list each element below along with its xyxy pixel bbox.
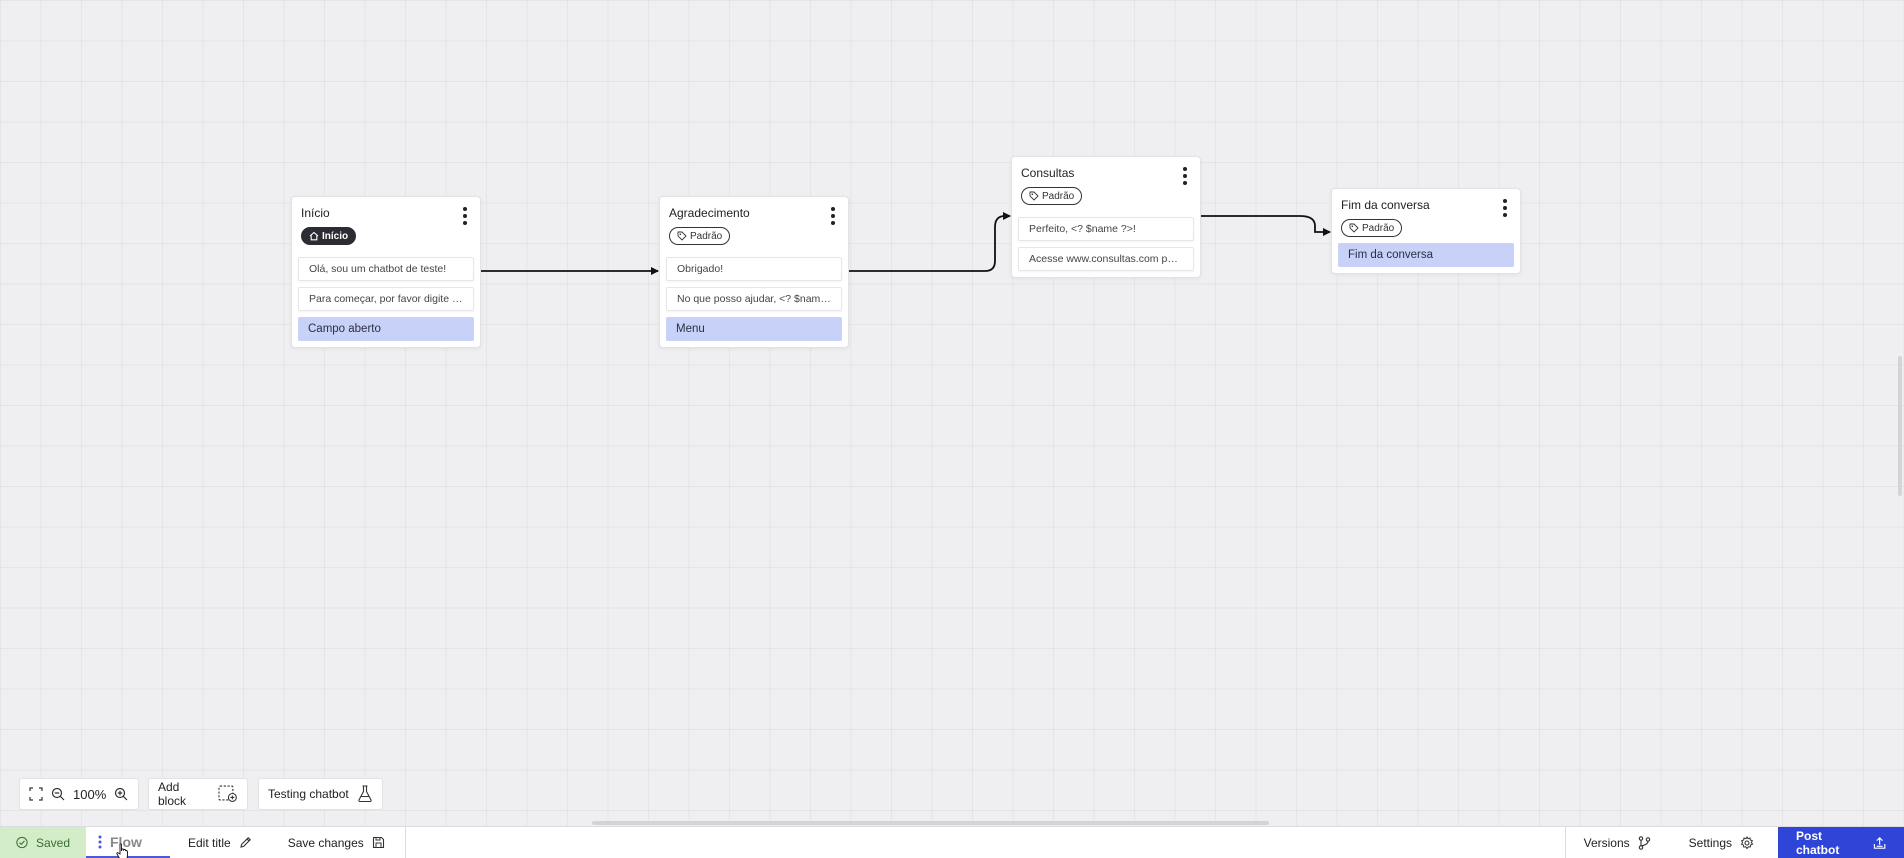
add-block-icon	[218, 785, 238, 802]
block-title: Fim da conversa	[1341, 198, 1430, 212]
block-menu-button[interactable]	[462, 207, 468, 225]
connector-agradecimento-consultas[interactable]	[849, 212, 1011, 272]
kebab-icon	[1503, 199, 1507, 203]
save-icon	[372, 836, 384, 849]
mouse-cursor-icon	[116, 843, 128, 858]
fit-screen-icon	[29, 787, 43, 801]
block-menu-button[interactable]	[1502, 199, 1508, 217]
input-item[interactable]: Menu	[666, 317, 842, 341]
tag-badge: Padrão	[669, 227, 731, 245]
tag-badge: Padrão	[1341, 219, 1403, 237]
kebab-icon	[98, 835, 102, 848]
zoom-controls: 100%	[19, 778, 139, 810]
tag-badge: Padrão	[1021, 187, 1083, 205]
input-item[interactable]: Campo aberto	[298, 317, 474, 341]
tag-icon	[1349, 223, 1359, 233]
testing-chatbot-label: Testing chatbot	[268, 787, 349, 801]
post-chatbot-button[interactable]: Post chatbot	[1778, 827, 1904, 858]
home-icon	[309, 231, 319, 241]
message-item[interactable]: No que posso ajudar, <? $name …	[666, 287, 842, 311]
kebab-icon	[463, 207, 467, 211]
vertical-scrollbar[interactable]	[1898, 356, 1902, 496]
horizontal-scrollbar[interactable]	[592, 821, 1269, 825]
block-consultas[interactable]: Consultas Padrão Perfeito, <? $name ?>! …	[1011, 156, 1201, 278]
connector-consultas-fim[interactable]	[1201, 215, 1331, 236]
gear-icon	[1740, 835, 1754, 849]
add-block-button[interactable]: Add block	[148, 778, 248, 810]
git-branch-icon	[1638, 835, 1650, 850]
flask-icon	[358, 785, 372, 803]
settings-button[interactable]: Settings	[1669, 827, 1778, 858]
input-item[interactable]: Fim da conversa	[1338, 243, 1514, 267]
zoom-in-button[interactable]	[114, 787, 128, 801]
bottom-bar: Saved Flow Edit title Save changes Versi…	[0, 826, 1904, 858]
message-item[interactable]: Olá, sou um chatbot de teste!	[298, 257, 474, 281]
flow-canvas[interactable]: Início Início Olá, sou um chatbot de tes…	[0, 0, 1904, 826]
connectors-layer	[481, 212, 1331, 275]
zoom-out-icon	[51, 787, 65, 801]
check-circle-icon	[16, 836, 28, 849]
message-item[interactable]: Para começar, por favor digite o …	[298, 287, 474, 311]
block-title: Agradecimento	[669, 206, 750, 220]
kebab-icon	[1183, 167, 1187, 171]
spacer	[406, 827, 1565, 858]
testing-chatbot-button[interactable]: Testing chatbot	[258, 778, 383, 810]
divider	[1564, 827, 1566, 858]
block-menu-button[interactable]	[1182, 167, 1188, 185]
block-agradecimento[interactable]: Agradecimento Padrão Obrigado! No que po…	[659, 196, 849, 348]
zoom-out-button[interactable]	[51, 787, 65, 801]
add-block-label: Add block	[158, 780, 187, 808]
save-changes-button[interactable]: Save changes	[270, 827, 405, 858]
kebab-icon	[831, 207, 835, 211]
divider	[404, 827, 406, 858]
message-item[interactable]: Perfeito, <? $name ?>!	[1018, 217, 1194, 241]
block-fim-da-conversa[interactable]: Fim da conversa Padrão Fim da conversa	[1331, 188, 1521, 274]
tag-icon	[1029, 191, 1039, 201]
zoom-in-icon	[115, 787, 128, 801]
tag-badge: Início	[301, 227, 357, 245]
block-inicio[interactable]: Início Início Olá, sou um chatbot de tes…	[291, 196, 481, 348]
message-item[interactable]: Obrigado!	[666, 257, 842, 281]
block-title: Início	[301, 206, 330, 220]
zoom-level: 100%	[73, 786, 107, 802]
block-title: Consultas	[1021, 166, 1075, 180]
versions-button[interactable]: Versions	[1566, 827, 1669, 858]
block-menu-button[interactable]	[830, 207, 836, 225]
upload-icon	[1873, 836, 1886, 849]
message-item[interactable]: Acesse www.consultas.com par…	[1018, 247, 1194, 271]
fit-screen-button[interactable]	[29, 787, 43, 801]
tab-flow[interactable]: Flow	[86, 827, 170, 858]
saved-status: Saved	[0, 827, 86, 858]
edit-title-button[interactable]: Edit title	[170, 827, 270, 858]
pencil-icon	[239, 837, 251, 848]
tag-icon	[677, 231, 687, 241]
